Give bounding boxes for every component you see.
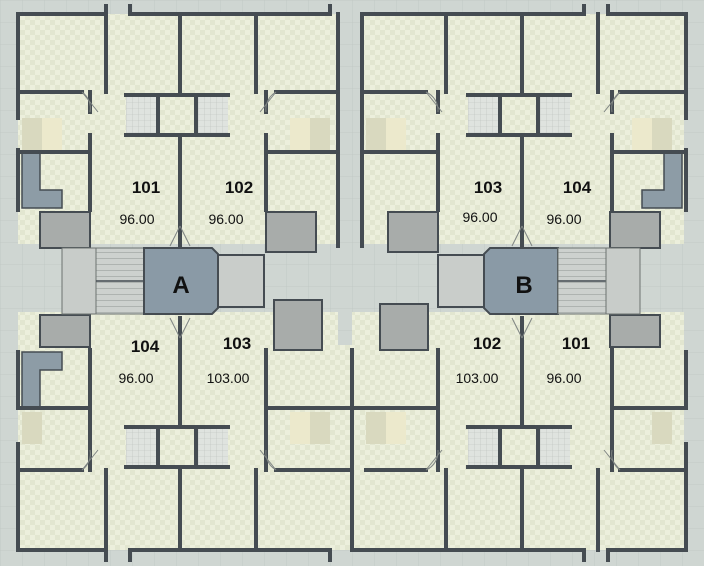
unit-area: 103.00 [456,370,499,386]
unit-number: 103 [223,334,251,353]
balcony [310,412,330,444]
block-b-labels: B 103 96.00 104 96.00 102 103.00 101 96.… [456,178,592,386]
unit-number: 102 [473,334,501,353]
walls [16,4,688,562]
shaft [265,211,317,253]
shaft [273,299,323,351]
core-label: A [172,272,189,299]
bathroom [538,427,570,467]
elevator [437,254,485,308]
shaft [39,211,91,249]
bathroom [468,95,500,135]
unit-label: 102 96.00 [208,178,253,227]
unit-number: 104 [563,178,592,197]
balcony [42,118,62,150]
bathroom [468,427,500,467]
balcony [652,118,672,150]
shaft [387,211,439,253]
elevator [217,254,265,308]
balcony [290,412,310,444]
stair-landing [605,247,641,315]
bathroom [126,95,158,135]
unit-number: 102 [225,178,253,197]
unit-label: 104 96.00 [118,337,159,386]
balcony [386,412,406,444]
bathroom [126,427,158,467]
balcony [386,118,406,150]
unit-area: 103.00 [207,370,250,386]
shaft [39,314,91,348]
shaft [609,211,661,249]
block-a [18,14,355,550]
unit-label: 103 96.00 [462,178,502,225]
unit-area: 96.00 [119,211,154,227]
balcony [22,118,42,150]
shaft [379,303,429,351]
balcony [290,118,310,150]
balcony [366,412,386,444]
block-a-right-rooms [270,345,355,550]
door-swings [81,91,621,471]
balcony [632,118,652,150]
unit-number: 101 [132,178,160,197]
shaft [609,314,661,348]
unit-label: 103 103.00 [207,334,252,386]
unit-area: 96.00 [546,370,581,386]
balcony [652,412,672,444]
block-b [352,14,684,550]
unit-label: 102 103.00 [456,334,502,386]
unit-number: 101 [562,334,590,353]
balcony [366,118,386,150]
block-a-labels: A 101 96.00 102 96.00 104 96.00 103 103.… [118,178,253,386]
unit-label: 104 96.00 [546,178,591,227]
balcony [310,118,330,150]
unit-area: 96.00 [462,209,497,225]
balcony [22,412,42,444]
unit-area: 96.00 [208,211,243,227]
unit-label: 101 96.00 [546,334,590,386]
unit-number: 103 [474,178,502,197]
bathroom [196,95,228,135]
block-b-bottom-rooms [352,312,684,550]
core-label: B [515,272,532,299]
unit-area: 96.00 [118,370,153,386]
bathroom [538,95,570,135]
unit-area: 96.00 [546,211,581,227]
unit-number: 104 [131,337,160,356]
bathroom [196,427,228,467]
stair-landing [61,247,97,315]
unit-label: 101 96.00 [119,178,160,227]
